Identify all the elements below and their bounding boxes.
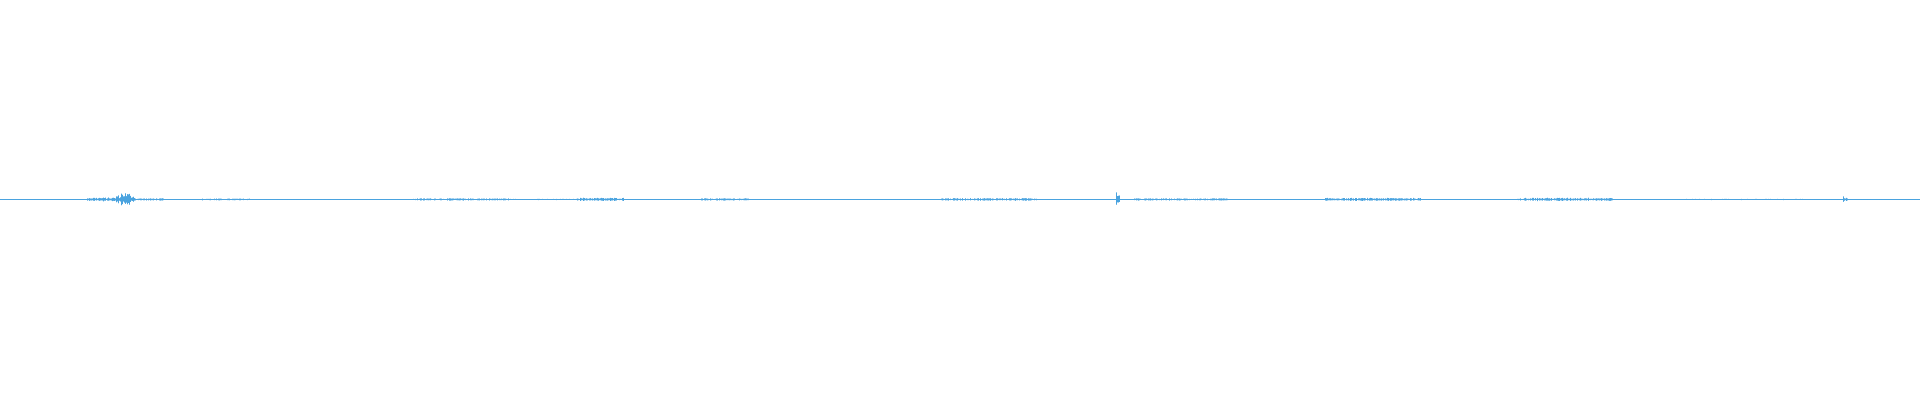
waveform-amplitude (0, 192, 1920, 206)
